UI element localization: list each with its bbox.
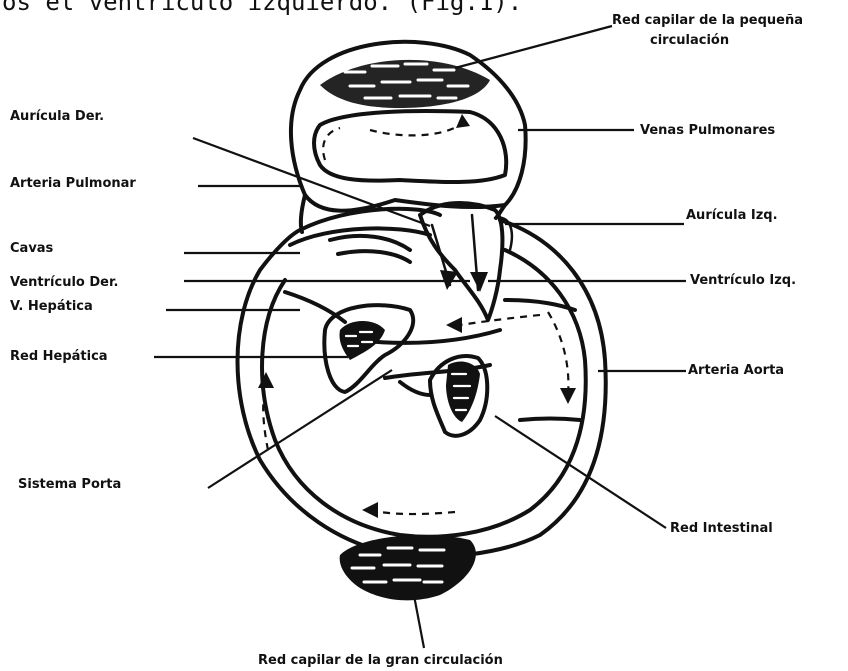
leader-sistema-porta xyxy=(208,370,392,488)
label-ventriculo-izq: Ventrículo Izq. xyxy=(690,273,796,288)
label-red-hepatica: Red Hepática xyxy=(10,349,108,364)
label-arteria-aorta: Arteria Aorta xyxy=(688,363,784,378)
label-ventriculo-der: Ventrículo Der. xyxy=(10,275,118,290)
label-venas-pulmonares: Venas Pulmonares xyxy=(640,123,775,138)
label-red-capilar-pequena-2: circulación xyxy=(650,33,729,48)
systemic-capillary-network xyxy=(340,535,476,600)
label-v-hepatica: V. Hepática xyxy=(10,299,93,314)
leader-red-capilar-pequena xyxy=(455,26,612,68)
label-auricula-der: Aurícula Der. xyxy=(10,109,104,124)
heading-fragment: os el ventrículo izquierdo. (Fig.1). xyxy=(2,0,522,16)
label-arteria-pulmonar: Arteria Pulmonar xyxy=(10,176,136,191)
label-red-capilar-pequena-1: Red capilar de la pequeña xyxy=(612,13,803,28)
systemic-loop xyxy=(238,209,606,557)
label-red-intestinal: Red Intestinal xyxy=(670,521,773,536)
pulmonary-capillary-network xyxy=(320,60,490,108)
label-sistema-porta: Sistema Porta xyxy=(18,477,121,492)
label-red-capilar-gran: Red capilar de la gran circulación xyxy=(258,653,503,668)
intestinal-network xyxy=(400,356,487,436)
label-auricula-izq: Aurícula Izq. xyxy=(686,208,778,223)
label-cavas: Cavas xyxy=(10,241,54,256)
